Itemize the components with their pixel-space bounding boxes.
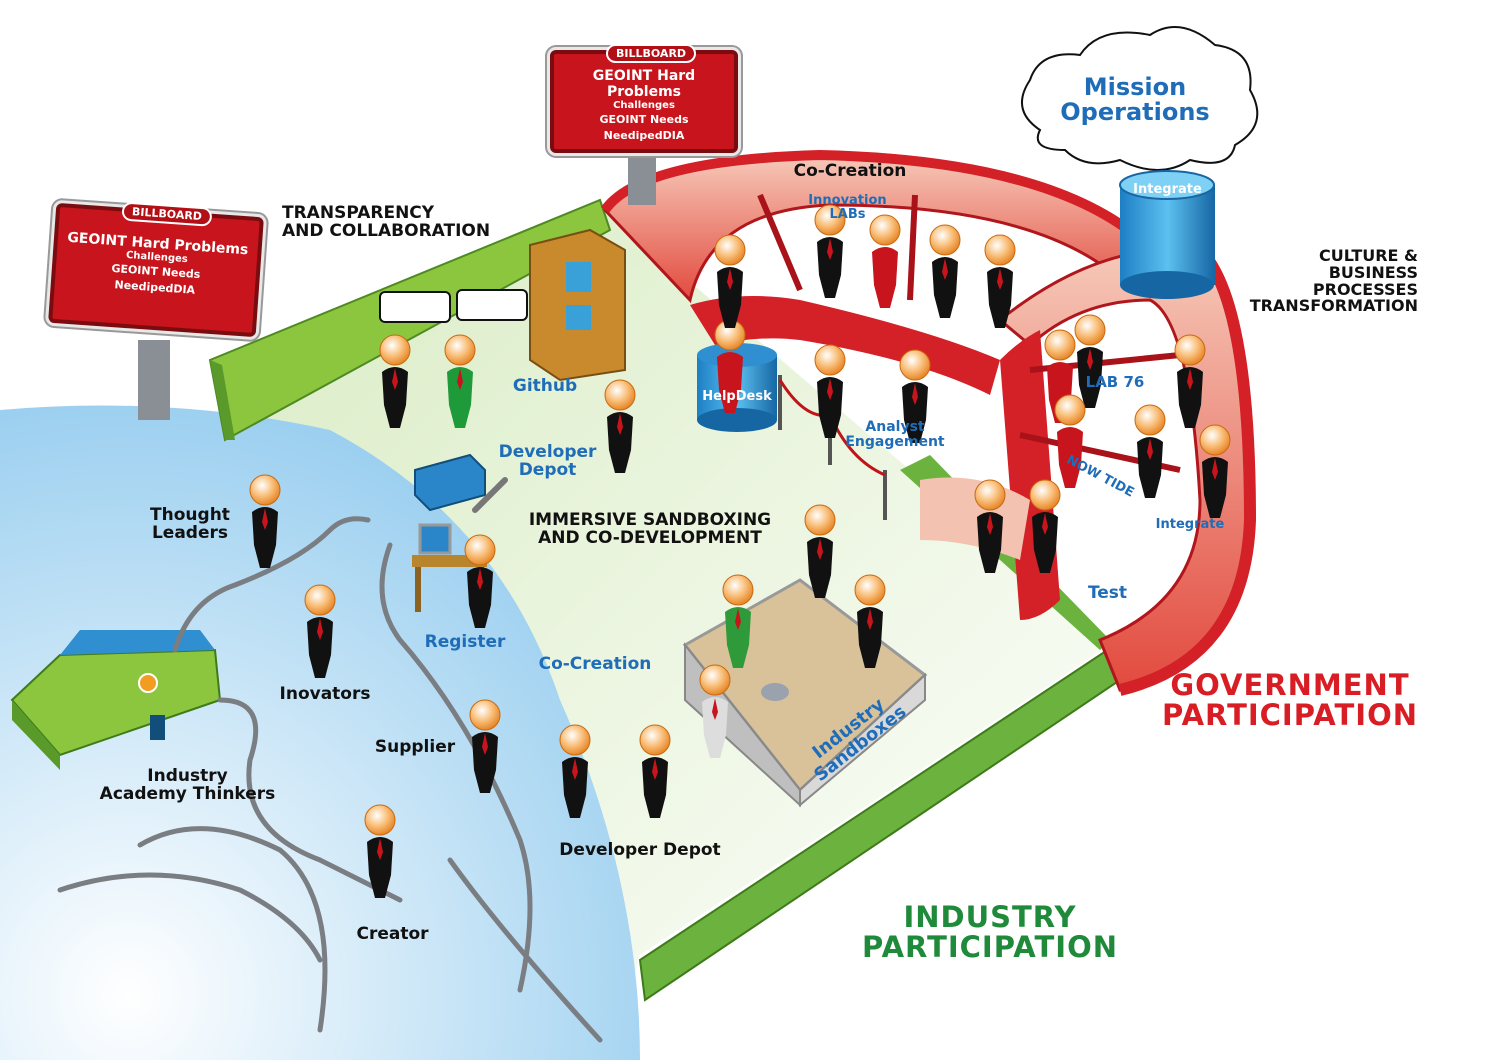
person-figure: [559, 724, 591, 818]
person-figure: [639, 724, 671, 818]
person-figure: [854, 574, 886, 668]
person-figure: [1074, 314, 1106, 408]
billboard-top: BILLBOARD GEOINT Hard Problems Challenge…: [550, 44, 738, 153]
person-figure: [804, 504, 836, 598]
label-co-creation-arc: Co-Creation: [793, 161, 907, 181]
label-supplier: Supplier: [374, 737, 456, 757]
label-test: Test: [1087, 583, 1128, 603]
label-lab76: LAB 76: [1085, 373, 1145, 391]
person-figure: [1174, 334, 1206, 428]
label-github: Github: [512, 376, 578, 396]
label-co-creation-floor: Co-Creation: [538, 654, 652, 674]
person-figure: [444, 334, 476, 428]
label-immersive: IMMERSIVE SANDBOXING AND CO-DEVELOPMENT: [528, 510, 772, 548]
billboard-post-left: [138, 340, 170, 420]
label-developer-depot-bottom: Developer Depot: [559, 840, 721, 860]
label-creator: Creator: [356, 924, 429, 944]
person-figure: [364, 804, 396, 898]
culture-arc-rim: [1118, 245, 1257, 696]
toolbox: [414, 453, 508, 513]
billboard-post-top: [628, 150, 656, 205]
person-figure: [974, 479, 1006, 573]
billboard-line: NeedipedDIA: [603, 129, 685, 142]
person-figure: [899, 349, 931, 443]
label-helpdesk: HelpDesk: [702, 389, 772, 404]
label-culture: CULTURE & BUSINESS PROCESSES TRANSFORMAT…: [1249, 246, 1418, 316]
label-analyst-engagement: Analyst Engagement: [845, 419, 945, 450]
label-innovation-labs: Innovation LABs: [808, 193, 887, 222]
billboard-tag: BILLBOARD: [606, 44, 697, 63]
people: [249, 204, 1231, 898]
winding-roads: [57, 516, 603, 1043]
integrate-cylinder: [1119, 170, 1215, 299]
bookshelf: [529, 228, 626, 382]
room-divider: [757, 193, 803, 292]
left-wall: [210, 360, 235, 440]
billboard-title: GEOINT Hard Problems: [592, 68, 696, 100]
room-divider: [907, 194, 918, 301]
mission-cloud-shape: [1021, 26, 1259, 171]
person-figure: [379, 334, 411, 428]
person-figure: [814, 204, 846, 298]
label-thought-leaders: Thought Leaders: [150, 505, 230, 543]
inner-red-arc: [690, 296, 1000, 395]
label-register: Register: [424, 632, 506, 652]
label-developer-depot-top: Developer Depot: [498, 442, 597, 480]
person-figure: [464, 534, 496, 628]
person-figure: [722, 574, 754, 668]
person-figure: [304, 584, 336, 678]
person-figure: [1029, 479, 1061, 573]
person-figure: [699, 664, 731, 758]
person-figure: [604, 379, 636, 473]
label-mission-operations: Mission Operations: [1060, 73, 1210, 127]
label-government: GOVERNMENT PARTICIPATION: [1162, 668, 1418, 733]
person-figure: [984, 234, 1016, 328]
label-industry: INDUSTRY PARTICIPATION: [862, 900, 1118, 965]
person-figure: [929, 224, 961, 318]
person-figure: [1134, 404, 1166, 498]
billboard-left: BILLBOARD GEOINT Hard Problems Challenge…: [48, 201, 264, 338]
person-figure: [249, 474, 281, 568]
person-figure: [814, 344, 846, 438]
person-figure: [714, 319, 746, 413]
person-figure: [469, 699, 501, 793]
billboard-line: GEOINT Needs: [599, 113, 689, 126]
label-integrate-top: Integrate: [1133, 182, 1202, 197]
label-inovators: Inovators: [279, 684, 371, 704]
billboard-line: Challenges: [613, 100, 675, 111]
speech-bubbles: [379, 289, 528, 323]
person-figure: [714, 234, 746, 328]
person-figure: [1054, 394, 1086, 488]
label-integrate-right: Integrate: [1155, 517, 1225, 532]
industry-floor: [210, 205, 1110, 1060]
person-figure: [1199, 424, 1231, 518]
person-figure: [1044, 329, 1076, 423]
label-transparency: TRANSPARENCY AND COLLABORATION: [282, 203, 491, 241]
person-figure: [869, 214, 901, 308]
label-industry-academy: Industry Academy Thinkers: [99, 766, 276, 804]
